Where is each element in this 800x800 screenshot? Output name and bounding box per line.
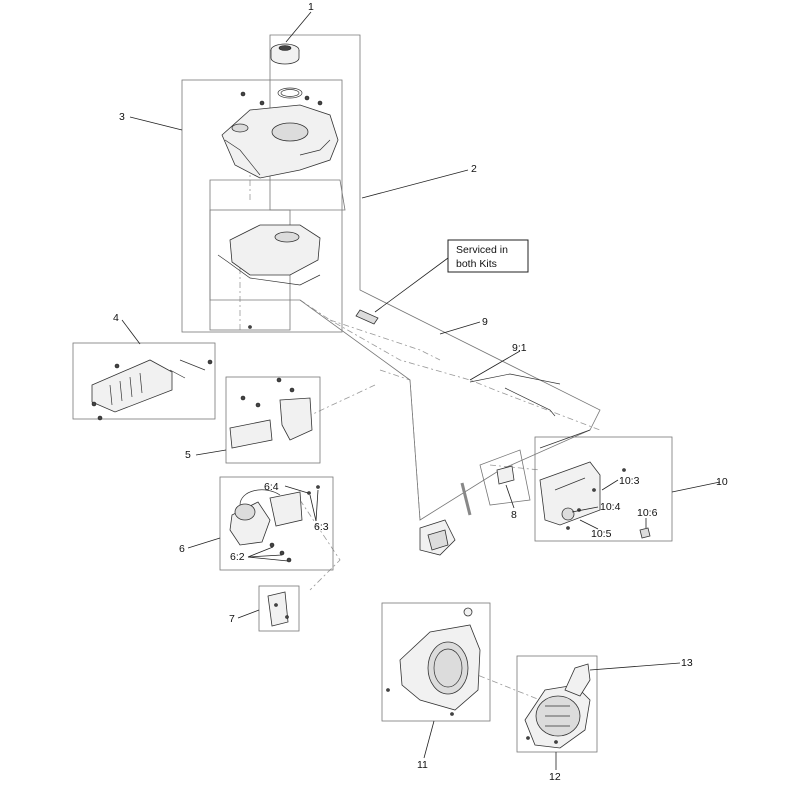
callout-2: 2 [471,163,477,175]
frame-7 [258,585,300,632]
frame-3 [181,79,343,333]
callout-1: 1 [308,1,314,13]
fuel-tank-part [217,224,321,329]
note-line-2: both Kits [456,258,497,270]
small-plate-part [267,591,289,627]
callout-6-2: 6:2 [230,551,245,563]
callout-9-1: 9:1 [512,342,527,354]
fuel-cap-part [270,43,303,99]
callout-10-4: 10:4 [600,501,621,513]
callout-6-3: 6:3 [314,521,329,533]
frame-10 [534,436,673,542]
bracket-plate-part [91,359,213,421]
frame-2 [209,34,601,521]
fuel-valve-part [496,465,515,485]
blower-housing-part [386,607,481,716]
frame-5 [225,376,321,464]
frame-4 [72,342,216,420]
callout-10-6: 10:6 [637,507,658,519]
carburetor-part [419,519,456,556]
group-frames [72,34,673,753]
callout-4: 4 [113,312,119,324]
callout-12: 12 [549,771,561,783]
callout-6-4: 6:4 [264,481,279,493]
recoil-starter-part [524,663,591,749]
callout-labels: 1 2 3 4 5 6 6:2 6:3 6:4 7 8 9 9:1 10 10:… [113,1,728,783]
callout-11: 11 [417,759,428,771]
frame-6 [219,476,334,571]
callout-5: 5 [185,449,191,461]
callout-13: 13 [681,657,693,669]
callout-3: 3 [119,111,125,123]
note-box [447,239,529,273]
frame-8 [479,449,531,506]
fuel-line-part [355,309,591,516]
callout-10-3: 10:3 [619,475,640,487]
callout-10: 10 [716,476,728,488]
note-line-1: Serviced in [456,244,508,256]
callout-7: 7 [229,613,235,625]
solenoid-part [229,485,320,563]
callout-8: 8 [511,509,517,521]
callout-10-5: 10:5 [591,528,612,540]
control-bracket-part [539,461,651,539]
callout-6: 6 [179,543,185,555]
tank-shroud-part [221,91,339,179]
service-note: Serviced in both Kits [456,244,508,270]
mount-bracket-part [229,377,313,449]
frame-12 [516,655,598,753]
leader-lines [121,11,721,770]
callout-9: 9 [482,316,488,328]
frame-11 [381,602,491,722]
